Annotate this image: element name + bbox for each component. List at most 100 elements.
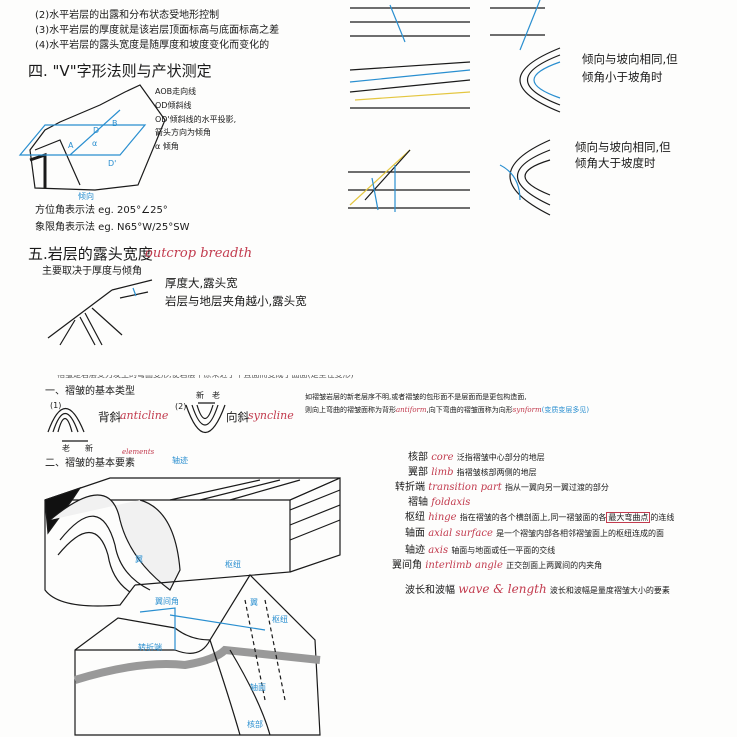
section-4-title: 四. "V"字形法则与产状测定 xyxy=(28,62,212,80)
syncline-new: 新 xyxy=(196,391,204,400)
type-2-number: (2) xyxy=(175,402,187,411)
element-en: axial surface xyxy=(428,528,493,539)
diagram-label-axial-trace: 轴迹 xyxy=(172,456,188,465)
diagram-label-interlimb-angle: 翼间角 xyxy=(155,597,179,606)
legend-line: α 倾角 xyxy=(155,142,179,151)
section-5-title-en: outcrop breadth xyxy=(145,246,253,261)
element-desc: 的连线 xyxy=(650,513,675,522)
syncline-en: syncline xyxy=(248,409,294,422)
element-cn: 枢纽 xyxy=(405,512,425,523)
diagram-label-limb-2: 翼 xyxy=(250,598,258,607)
element-cn: 翼间角 xyxy=(392,560,422,571)
v-rule-diagram-1 xyxy=(348,4,471,212)
case-2-line: 倾角大于坡度时 xyxy=(575,156,656,170)
legend-line: OD'倾斜线的水平投影, xyxy=(155,115,237,124)
quadrant-method: 象限角表示法 eg. N65°W/25°SW xyxy=(35,222,190,233)
element-en: core xyxy=(431,452,454,463)
note-line: (2)水平岩层的出露和分布状态受地形控制 xyxy=(35,10,220,21)
cut-off-line: 褶皱是岩层受力发生的弯曲变形,使岩层平原来近于平直面而变成了曲面(是塑性变形) xyxy=(57,370,354,379)
highlight-box: 最大弯曲点 xyxy=(606,512,651,523)
element-desc: 指从一翼向另一翼过渡的部分 xyxy=(504,483,609,492)
element-en: limb xyxy=(431,467,454,478)
legend-line: 箭头方向为倾角 xyxy=(155,128,211,137)
case-1-line: 倾角小于坡角时 xyxy=(582,70,663,84)
svg-text:α: α xyxy=(92,139,97,148)
element-en: wave & length xyxy=(458,582,547,596)
diagram-label-limb: 翼 xyxy=(135,555,143,564)
element-hinge: 枢纽 hinge 指在褶皱的各个横剖面上,同一褶皱面的各最大弯曲点的连线 xyxy=(405,512,674,524)
element-cn: 波长和波幅 xyxy=(405,585,455,596)
element-cn: 褶轴 xyxy=(408,497,428,508)
fold-note-line: 如褶皱岩层的新老层序不明,或者褶皱的包形面不是层面而是更包构造面, xyxy=(305,393,527,401)
element-en: axis xyxy=(428,545,449,556)
synform-term: synform xyxy=(512,406,542,414)
diagram-label-hinge-2: 枢纽 xyxy=(272,615,288,624)
section-5-title: 五.岩层的露头宽度 xyxy=(28,245,153,263)
element-desc: 是一个褶皱内部各相邻褶皱面上的枢纽连成的面 xyxy=(496,529,665,538)
outcrop-diagram xyxy=(47,279,153,346)
v-rule-diagram-2 xyxy=(490,0,561,216)
element-desc: 泛指褶皱中心部分的地层 xyxy=(456,453,545,462)
fold-note-text: ,向下弯曲的褶皱面称为向形 xyxy=(426,406,513,414)
note-line: (3)水平岩层的厚度就是该岩层顶面标高与底面标高之差 xyxy=(35,25,280,36)
outcrop-note: 厚度大,露头宽 xyxy=(165,276,238,290)
diagram-label-core: 核部 xyxy=(247,720,263,729)
svg-text:D': D' xyxy=(108,159,116,168)
element-axial-surface: 轴面 axial surface 是一个褶皱内部各相邻褶皱面上的枢纽连成的面 xyxy=(405,528,664,540)
element-wave: 波长和波幅 wave & length 波长和波幅是量度褶皱大小的要素 xyxy=(405,583,670,597)
svg-text:B: B xyxy=(112,119,118,128)
element-core: 核部 core 泛指褶皱中心部分的地层 xyxy=(408,452,545,464)
section-5-subtitle: 主要取决于厚度与倾角 xyxy=(42,266,142,277)
azimuth-method: 方位角表示法 eg. 205°∠25° xyxy=(35,205,168,216)
svg-text:D: D xyxy=(93,126,99,135)
element-transition: 转折端 transition part 指从一翼向另一翼过渡的部分 xyxy=(395,482,609,494)
fold-note-line: 则向上弯曲的褶皱面称为背形antiform,向下弯曲的褶皱面称为向形synfor… xyxy=(305,405,589,415)
anticline-cn: 背斜 xyxy=(98,410,121,424)
syncline-sketch xyxy=(185,402,226,434)
element-foldaxis: 褶轴 foldaxis xyxy=(408,497,470,509)
syncline-old: 老 xyxy=(212,391,220,400)
diagram-label-hinge: 枢纽 xyxy=(225,560,241,569)
anticline-old: 老 xyxy=(62,444,70,453)
anticline-sketch xyxy=(47,408,88,442)
fold-elements-title: 二、褶皱的基本要素 xyxy=(45,458,135,469)
element-limb: 翼部 limb 指褶皱核部两侧的地层 xyxy=(408,467,537,479)
element-en: transition part xyxy=(428,482,502,493)
syncline-cn: 向斜 xyxy=(226,410,249,424)
fold-block-diagram xyxy=(44,477,341,736)
dip-direction-note: 倾向 xyxy=(78,192,94,201)
element-en: hinge xyxy=(428,512,457,523)
element-desc: 波长和波幅是量度褶皱大小的要素 xyxy=(549,586,670,595)
fold-note-text: 则向上弯曲的褶皱面称为背形 xyxy=(305,406,396,414)
svg-text:A: A xyxy=(68,141,74,150)
note-line: (4)水平岩层的露头宽度是随厚度和坡度变化而变化的 xyxy=(35,40,270,51)
element-en: interlimb angle xyxy=(425,560,503,571)
element-cn: 翼部 xyxy=(408,467,428,478)
diagram-label-axial-surface: 轴面 xyxy=(250,683,266,692)
case-2-line: 倾向与坡向相同,但 xyxy=(575,140,671,154)
anticline-new: 新 xyxy=(85,444,93,453)
legend-line: OD倾斜线 xyxy=(155,101,192,110)
anticline-en: anticline xyxy=(120,409,169,422)
strike-dip-block: A D B D' α xyxy=(18,84,166,191)
case-1-line: 倾向与坡向相同,但 xyxy=(582,52,678,66)
element-desc: 指在褶皱的各个横剖面上,同一褶皱面的各 xyxy=(459,513,607,522)
element-cn: 转折端 xyxy=(395,482,425,493)
elements-annotation: elements xyxy=(122,448,155,456)
type-1-number: (1) xyxy=(50,401,62,410)
fold-note-aside: (变质变层多见) xyxy=(541,406,590,414)
element-en: foldaxis xyxy=(431,497,471,508)
element-interlimb-angle: 翼间角 interlimb angle 正交剖面上两翼间的内夹角 xyxy=(392,560,602,572)
element-cn: 核部 xyxy=(408,452,428,463)
outcrop-note: 岩层与地层夹角越小,露头宽 xyxy=(165,294,307,308)
element-axis: 轴迹 axis 轴面与地面或任一平面的交线 xyxy=(405,545,555,557)
element-desc: 指褶皱核部两侧的地层 xyxy=(456,468,537,477)
element-desc: 轴面与地面或任一平面的交线 xyxy=(451,546,556,555)
diagram-label-transition: 转折端 xyxy=(138,643,162,652)
antiform-term: antiform xyxy=(396,406,427,414)
fold-types-title: 一、褶皱的基本类型 xyxy=(45,386,135,397)
element-cn: 轴面 xyxy=(405,528,425,539)
element-desc: 正交剖面上两翼间的内夹角 xyxy=(506,561,603,570)
